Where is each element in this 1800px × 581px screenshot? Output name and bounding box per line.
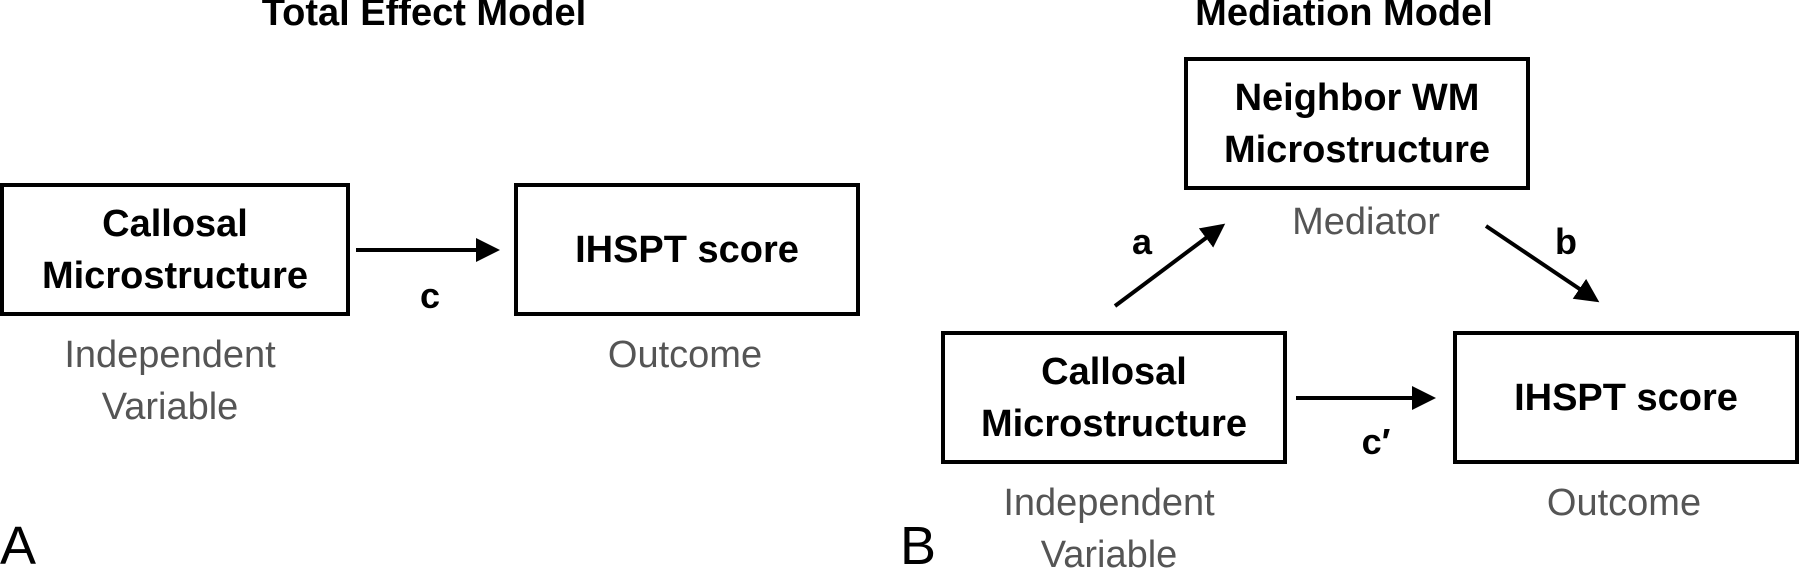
panel-a-independent-line-1: Callosal (102, 202, 248, 245)
panel-b-independent-caption-line-2: Variable (1040, 534, 1178, 576)
panel-b-independent-caption-line-1: Independent (1003, 482, 1215, 524)
arrow-b (1484, 224, 1600, 303)
panel-b-outcome-label: IHSPT score (1514, 376, 1738, 419)
panel-b-independent-box: Callosal Microstructure (941, 331, 1287, 464)
panel-a-independent-caption: Independent Variable (64, 329, 275, 433)
path-label-a: a (1131, 221, 1153, 262)
panel-a-independent-box: Callosal Microstructure (0, 183, 350, 316)
panel-b-independent-caption: Independent Variable (1003, 477, 1214, 581)
panel-b-independent-line-1: Callosal (1041, 350, 1187, 393)
arrow-a (1113, 223, 1226, 308)
panel-a-independent-caption-line-2: Variable (101, 386, 239, 428)
panel-b-independent-line-2: Microstructure (980, 402, 1248, 445)
path-label-b: b (1555, 221, 1577, 262)
panel-a-outcome-caption: Outcome (607, 334, 763, 376)
path-label-c-prime: c′ (1361, 421, 1391, 462)
panel-b-outcome-caption: Outcome (1546, 482, 1702, 524)
panel-b-mediator-line-2: Microstructure (1223, 128, 1491, 171)
panel-a-independent-caption-line-1: Independent (64, 334, 276, 376)
panel-b-outcome-box: IHSPT score (1453, 331, 1799, 464)
panel-a-title: Total Effect Model (261, 0, 587, 34)
panel-b-mediator-caption: Mediator (1292, 201, 1440, 243)
panel-a-independent-line-2: Microstructure (41, 254, 309, 297)
panel-b-title: Mediation Model (1195, 0, 1493, 34)
panel-b-mediator-line-1: Neighbor WM (1234, 76, 1480, 119)
panel-a-letter: A (0, 516, 37, 576)
panel-b-mediator-box: Neighbor WM Microstructure (1184, 57, 1530, 190)
path-label-c: c (419, 275, 441, 316)
panel-a-outcome-label: IHSPT score (575, 228, 799, 271)
panel-a-outcome-box: IHSPT score (514, 183, 860, 316)
panel-b-letter: B (900, 516, 937, 576)
